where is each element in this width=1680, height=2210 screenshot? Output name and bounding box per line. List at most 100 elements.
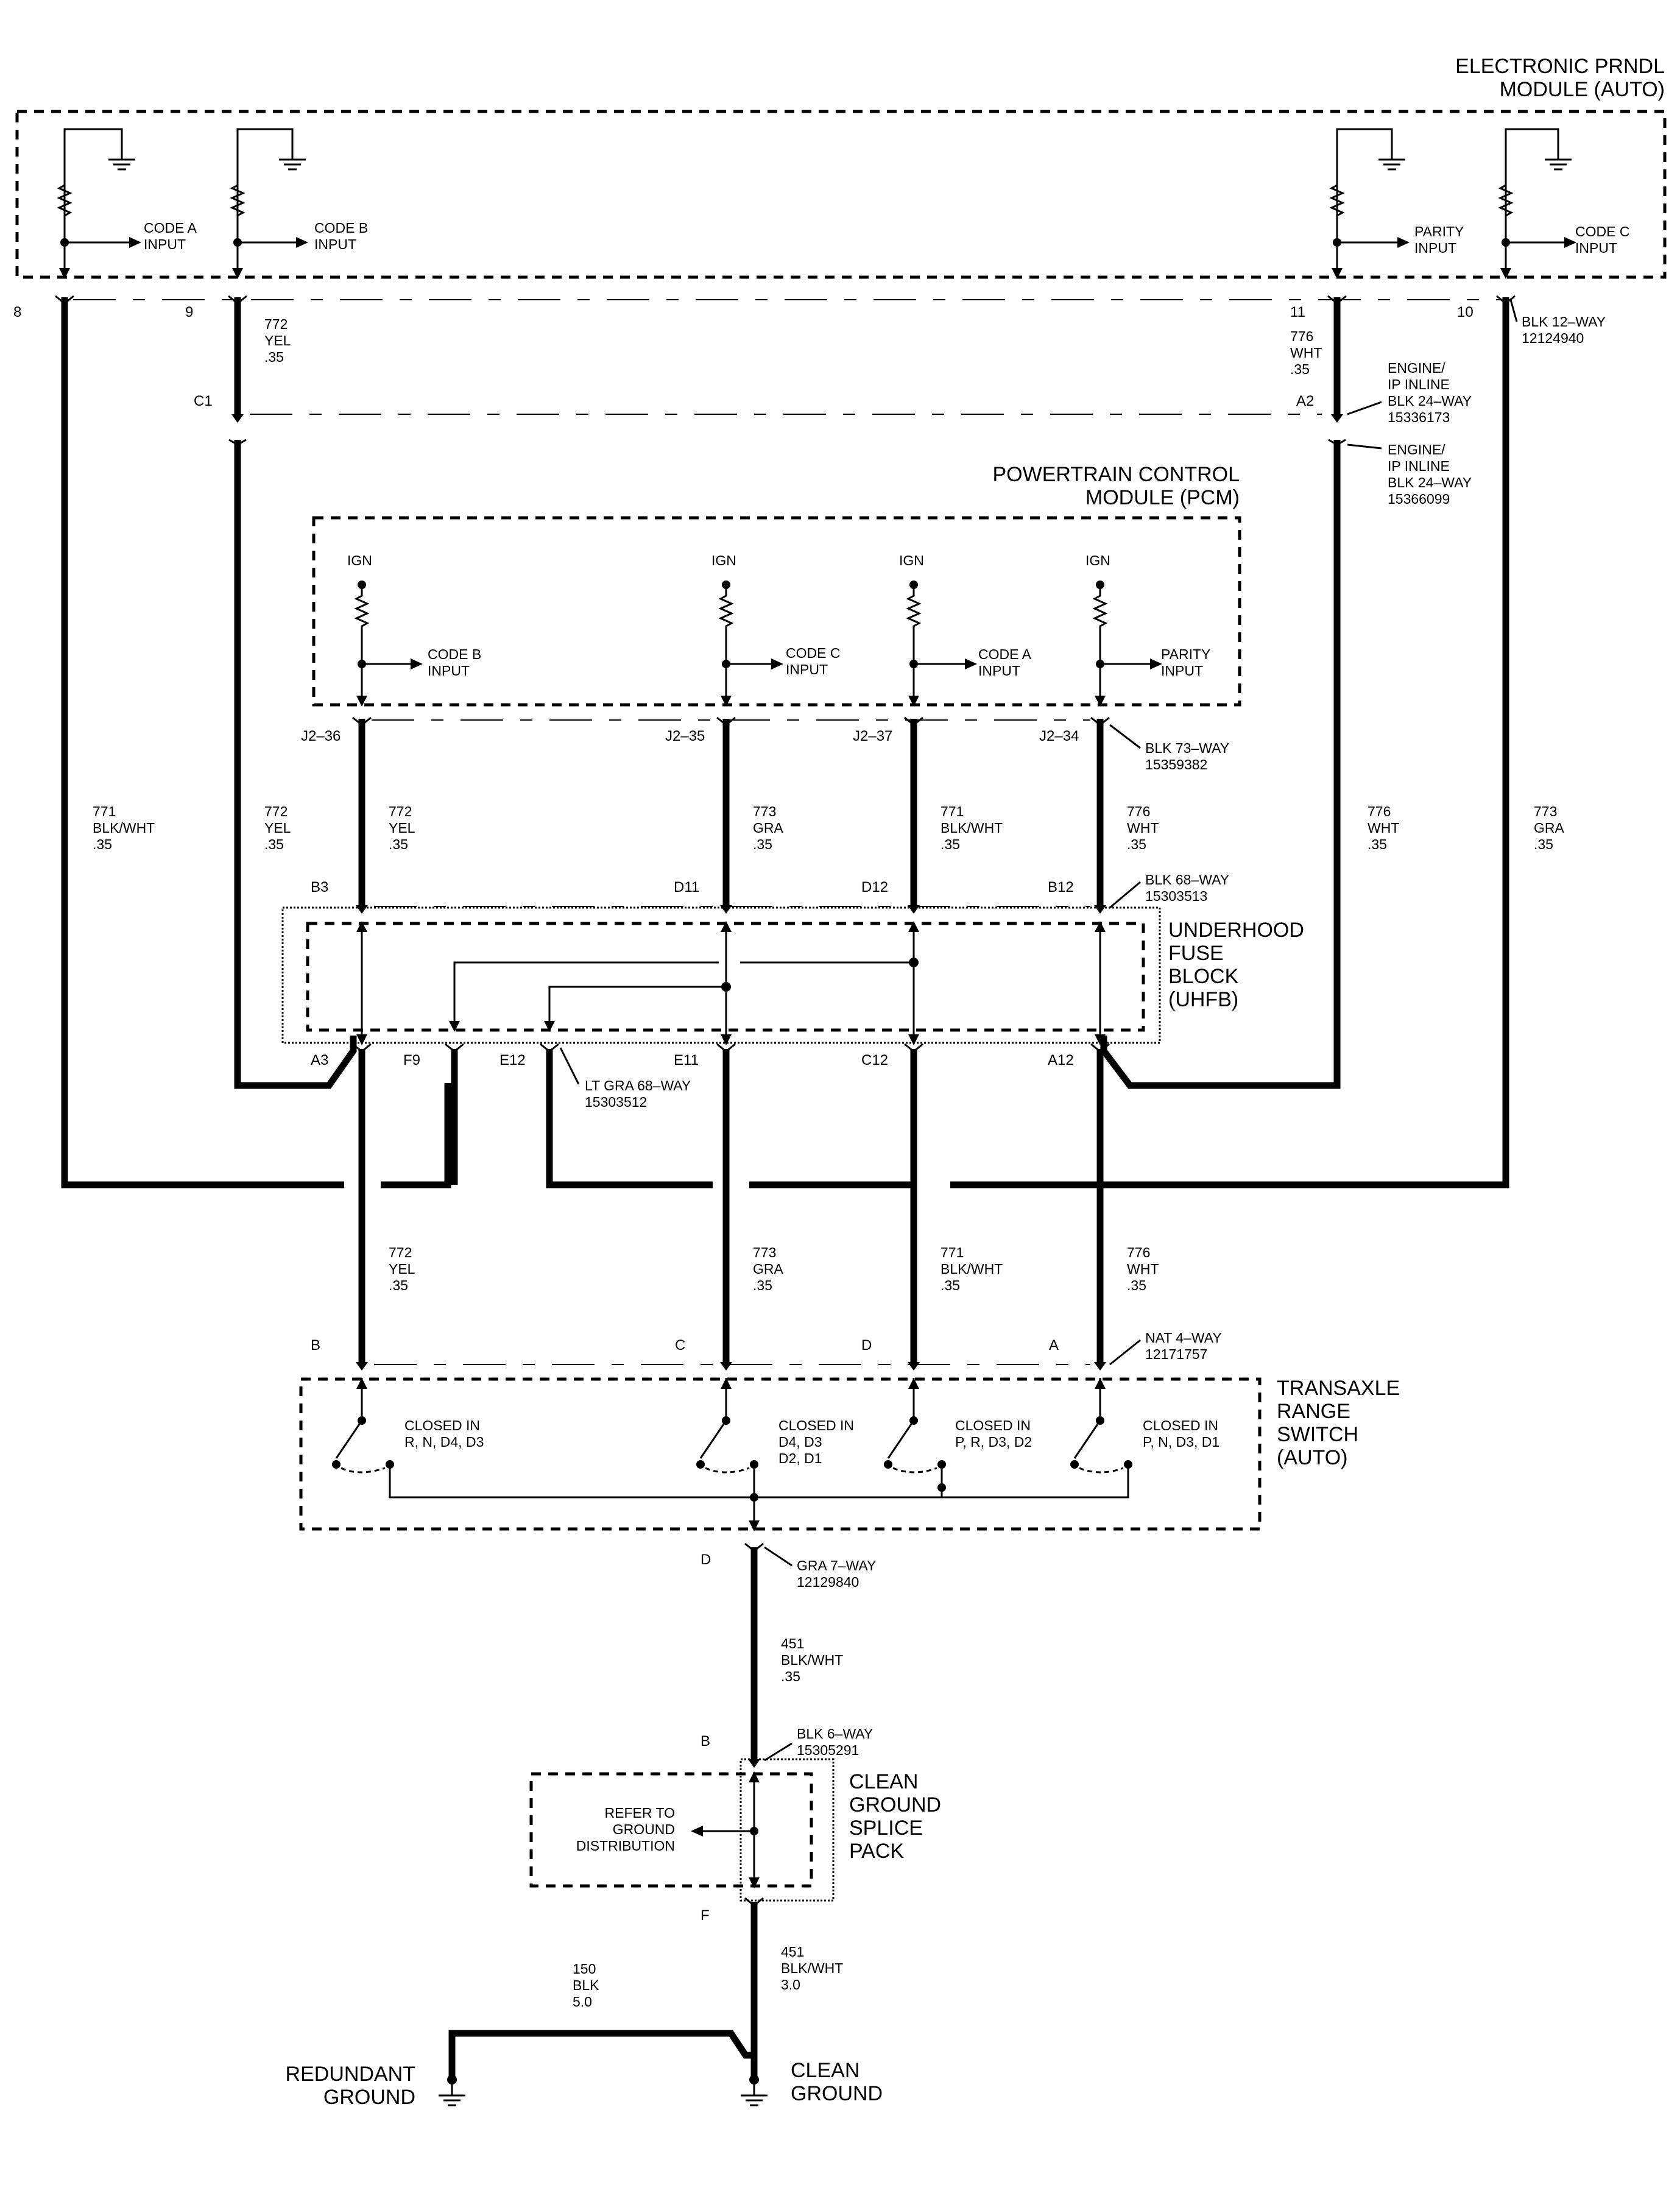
- arrow-icon: [411, 658, 423, 669]
- arrow-icon: [1564, 237, 1576, 248]
- pin-b12: B12: [1048, 879, 1074, 895]
- pin-j2-34: J2–34: [1039, 728, 1079, 744]
- ground-icon: [278, 145, 307, 171]
- pin-9: 9: [185, 304, 193, 320]
- pin-j2-36: J2–36: [301, 728, 341, 744]
- wire-772-lower: [234, 440, 357, 1089]
- pin-d12: D12: [861, 879, 888, 895]
- pin-j2-37: J2–37: [853, 728, 892, 744]
- wire-776-lower: [1100, 440, 1341, 1089]
- wire-771-f9: [381, 1083, 451, 1188]
- arrow-icon: [296, 237, 308, 248]
- wire-773-prndl: [950, 297, 1509, 1188]
- arrow-icon: [691, 1826, 703, 1837]
- svg-text:IGN: IGN: [347, 552, 372, 568]
- arrow-icon: [771, 658, 783, 669]
- ground-icon: [739, 2081, 769, 2106]
- uhfb-trs-wires: [352, 1043, 1110, 1371]
- pin-c: C: [675, 1337, 685, 1354]
- arrow-icon: [232, 268, 243, 279]
- arrow-icon: [1332, 268, 1343, 279]
- arrow-icon: [59, 268, 70, 279]
- arrow-icon: [356, 696, 367, 707]
- pin-b3: B3: [311, 879, 328, 895]
- arrow-icon: [965, 658, 977, 669]
- arrow-icon: [1150, 658, 1162, 669]
- arrow-icon: [908, 696, 919, 707]
- connector-marks: [55, 295, 1516, 446]
- pin-f9: F9: [403, 1052, 420, 1068]
- pin-11: 11: [1290, 304, 1305, 320]
- arrow-icon: [1500, 268, 1511, 279]
- uhfb-outer: [281, 906, 1161, 1044]
- pin-d11: D11: [674, 879, 699, 895]
- pin-c1: C1: [194, 393, 213, 409]
- pin-e11: E11: [674, 1052, 699, 1068]
- svg-text:IGN: IGN: [899, 552, 924, 568]
- pin-d-gra7: D: [701, 1552, 711, 1568]
- pin-e12: E12: [499, 1052, 526, 1068]
- pin-a12: A12: [1048, 1052, 1074, 1068]
- pin-a2: A2: [1296, 393, 1314, 409]
- pin-10: 10: [1457, 304, 1474, 320]
- pin-c12: C12: [861, 1052, 888, 1068]
- pin-8: 8: [13, 304, 21, 320]
- splice-box: [529, 1772, 813, 1888]
- pcm-box: [312, 516, 1241, 707]
- ground-icon: [107, 145, 136, 171]
- arrow-icon: [1095, 696, 1106, 707]
- arrow-icon: [721, 696, 732, 707]
- svg-text:IGN: IGN: [1085, 552, 1110, 568]
- wire-771-prndl: [61, 297, 344, 1188]
- pin-j2-35: J2–35: [665, 728, 705, 744]
